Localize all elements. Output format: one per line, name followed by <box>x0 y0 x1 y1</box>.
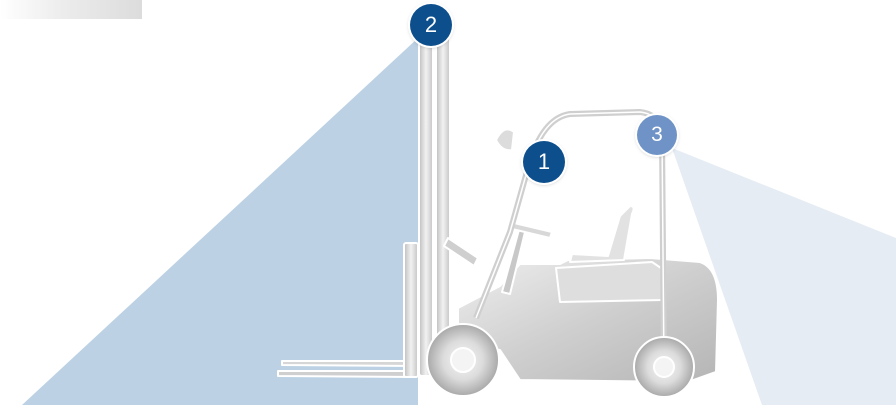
front-wheel-hub <box>450 347 476 373</box>
rear-visibility-zone <box>672 148 896 405</box>
fork-carriage <box>403 242 419 378</box>
front-visibility-zone <box>22 38 418 405</box>
rear-view-mirror <box>495 128 515 152</box>
forklift-mast <box>418 39 434 377</box>
forklift-fork <box>277 370 417 378</box>
operator-seat <box>569 205 635 263</box>
forklift-mast <box>435 33 451 377</box>
marker-1: 1 <box>523 141 565 183</box>
marker-3: 3 <box>637 115 677 155</box>
rear-wheel-hub <box>653 356 675 378</box>
top-tab-strip <box>0 0 142 19</box>
tilt-cylinder <box>443 237 479 267</box>
marker-2: 2 <box>410 4 452 46</box>
engine-hood <box>555 261 665 303</box>
forklift-fork <box>281 360 417 367</box>
